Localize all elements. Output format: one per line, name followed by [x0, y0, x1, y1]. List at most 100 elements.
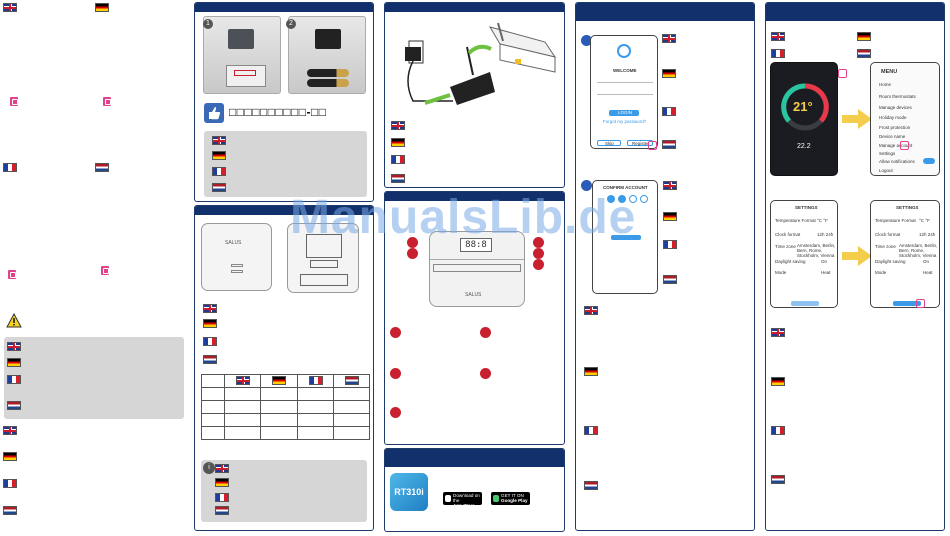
menu-item[interactable]: Manage account [879, 143, 913, 148]
settings-row-value[interactable]: °C °F [919, 218, 930, 223]
settings-row-value[interactable]: °C °F [817, 218, 828, 223]
thermostat-controls-image: 88:8 SALUS [429, 231, 525, 307]
settings-row-value[interactable]: 12h 24h [817, 232, 834, 237]
menu-item[interactable]: Holiday mode [879, 115, 907, 120]
flag-fr-icon [663, 240, 677, 249]
register-button[interactable]: Register [627, 140, 653, 146]
settings-row-value[interactable]: On [923, 259, 930, 264]
callout-6 [390, 327, 401, 338]
panel-header [385, 192, 564, 201]
flag-nl-icon [95, 163, 109, 172]
flag-gb-icon [771, 328, 785, 337]
menu-item[interactable]: Frost protection [879, 125, 911, 130]
flag-nl-icon [771, 475, 785, 484]
menu-item[interactable]: Logout [879, 168, 893, 173]
flag-gb-icon [215, 464, 229, 473]
language-box [204, 131, 367, 197]
callout-7 [480, 327, 491, 338]
flag-nl-icon [584, 481, 598, 490]
menu-item[interactable]: Device name [879, 134, 906, 139]
thermostat-back-image [287, 223, 359, 293]
flag-de-icon [215, 478, 229, 487]
settings-row-label: Mode [875, 270, 887, 275]
settings-row-value[interactable]: Heat [821, 270, 831, 275]
confirm-button[interactable] [611, 235, 641, 240]
app-store-button[interactable]: Download on the App Store [443, 492, 482, 508]
app-store-line2: App Store [453, 503, 475, 508]
pointer-hand-icon [648, 141, 657, 150]
apple-icon [445, 495, 451, 502]
settings-row-value[interactable]: On [821, 259, 828, 264]
settings-row-value[interactable]: Amsterdam, Berlin, Bern, Rome, Stockholm… [899, 243, 938, 258]
flag-fr-icon [215, 493, 229, 502]
menu-item[interactable]: Room thermostats [879, 94, 916, 99]
callout-1 [407, 237, 418, 248]
settings-row-value[interactable]: 12h 24h [919, 232, 936, 237]
watermark: ManualsLib.de [290, 191, 637, 244]
flag-nl-icon [212, 183, 226, 192]
settings-row-label: Clock format [875, 232, 901, 237]
google-play-icon [493, 495, 499, 502]
callout-5 [533, 259, 544, 270]
step-2-badge [581, 180, 592, 191]
settings-row-value[interactable]: Heat [923, 270, 933, 275]
pointer-hand-icon [916, 299, 925, 308]
app-logo-icon: RT310i [390, 473, 428, 511]
flag-fr-icon [771, 426, 785, 435]
menu-item[interactable]: Allow notifications [879, 159, 915, 164]
password-field[interactable] [597, 94, 653, 95]
flag-de-icon [857, 32, 871, 41]
compatibility-table [200, 374, 371, 440]
info-icon: i [203, 462, 215, 474]
thermostat-app-screen: 21° 22.2 [770, 62, 838, 176]
welcome-screen: WELCOME LOGIN Forgot my password? Skip R… [590, 35, 658, 149]
table-row [200, 400, 371, 414]
flag-nl-icon [203, 355, 217, 364]
settings-row-label: Temperature Format [875, 218, 916, 223]
set-temperature: 22.2 [797, 143, 811, 150]
forgot-password-link[interactable]: Forgot my password? [603, 119, 647, 124]
settings-row-label: Daylight saving [775, 259, 806, 264]
save-button[interactable] [791, 301, 819, 306]
notifications-toggle[interactable] [923, 158, 935, 164]
skip-button[interactable]: Skip [597, 140, 621, 146]
step-badge: 2 [286, 19, 296, 29]
column-2-top-panel: 1 2 □□□□□□□□□□-□□ [194, 2, 374, 202]
column-2-bottom-panel: SALUS i [194, 205, 374, 531]
google-play-button[interactable]: GET IT ON Google Play [491, 492, 530, 505]
temperature-dial [781, 83, 829, 131]
settings-title: SETTINGS [795, 205, 818, 210]
column-3-middle-panel: 88:8 SALUS [384, 191, 565, 445]
flag-de-icon [662, 69, 676, 78]
app-store-line1: Download on the [453, 493, 480, 503]
login-button[interactable]: LOGIN [609, 110, 639, 116]
thermostat-battery-photo-1 [203, 16, 281, 94]
flag-nl-icon [663, 275, 677, 284]
menu-item[interactable]: Home [879, 82, 892, 87]
panel-header [385, 449, 564, 467]
google-play-line1: GET IT ON [501, 493, 524, 498]
save-button[interactable] [893, 301, 921, 306]
progress-dots [607, 195, 648, 203]
instruction-text: □□□□□□□□□□-□□ [229, 105, 327, 119]
settings-screen-1: SETTINGS Temperature Format °C °F Clock … [770, 200, 838, 308]
flag-de-icon [391, 138, 405, 147]
settings-row-label: Temperature Format [775, 218, 816, 223]
callout-8 [390, 368, 401, 379]
warning-icon [6, 313, 22, 328]
menu-item-settings[interactable]: Settings [879, 151, 896, 156]
menu-item[interactable]: Manage devices [879, 105, 912, 110]
settings-row-value[interactable]: Amsterdam, Berlin, Bern, Rome, Stockholm… [797, 243, 836, 258]
flag-fr-icon [391, 155, 405, 164]
callout-4 [533, 248, 544, 259]
gateway-connection-illustration [405, 22, 557, 105]
settings-row-label: Time zone [775, 244, 796, 249]
thermostat-front-image: SALUS [201, 223, 272, 291]
google-play-line2: Google Play [501, 498, 528, 503]
email-field[interactable] [597, 82, 653, 83]
panel-header [195, 206, 373, 215]
settings-row-label: Daylight saving [875, 259, 906, 264]
callout-9 [480, 368, 491, 379]
step-1-badge [581, 35, 592, 46]
flag-de-icon [663, 212, 677, 221]
